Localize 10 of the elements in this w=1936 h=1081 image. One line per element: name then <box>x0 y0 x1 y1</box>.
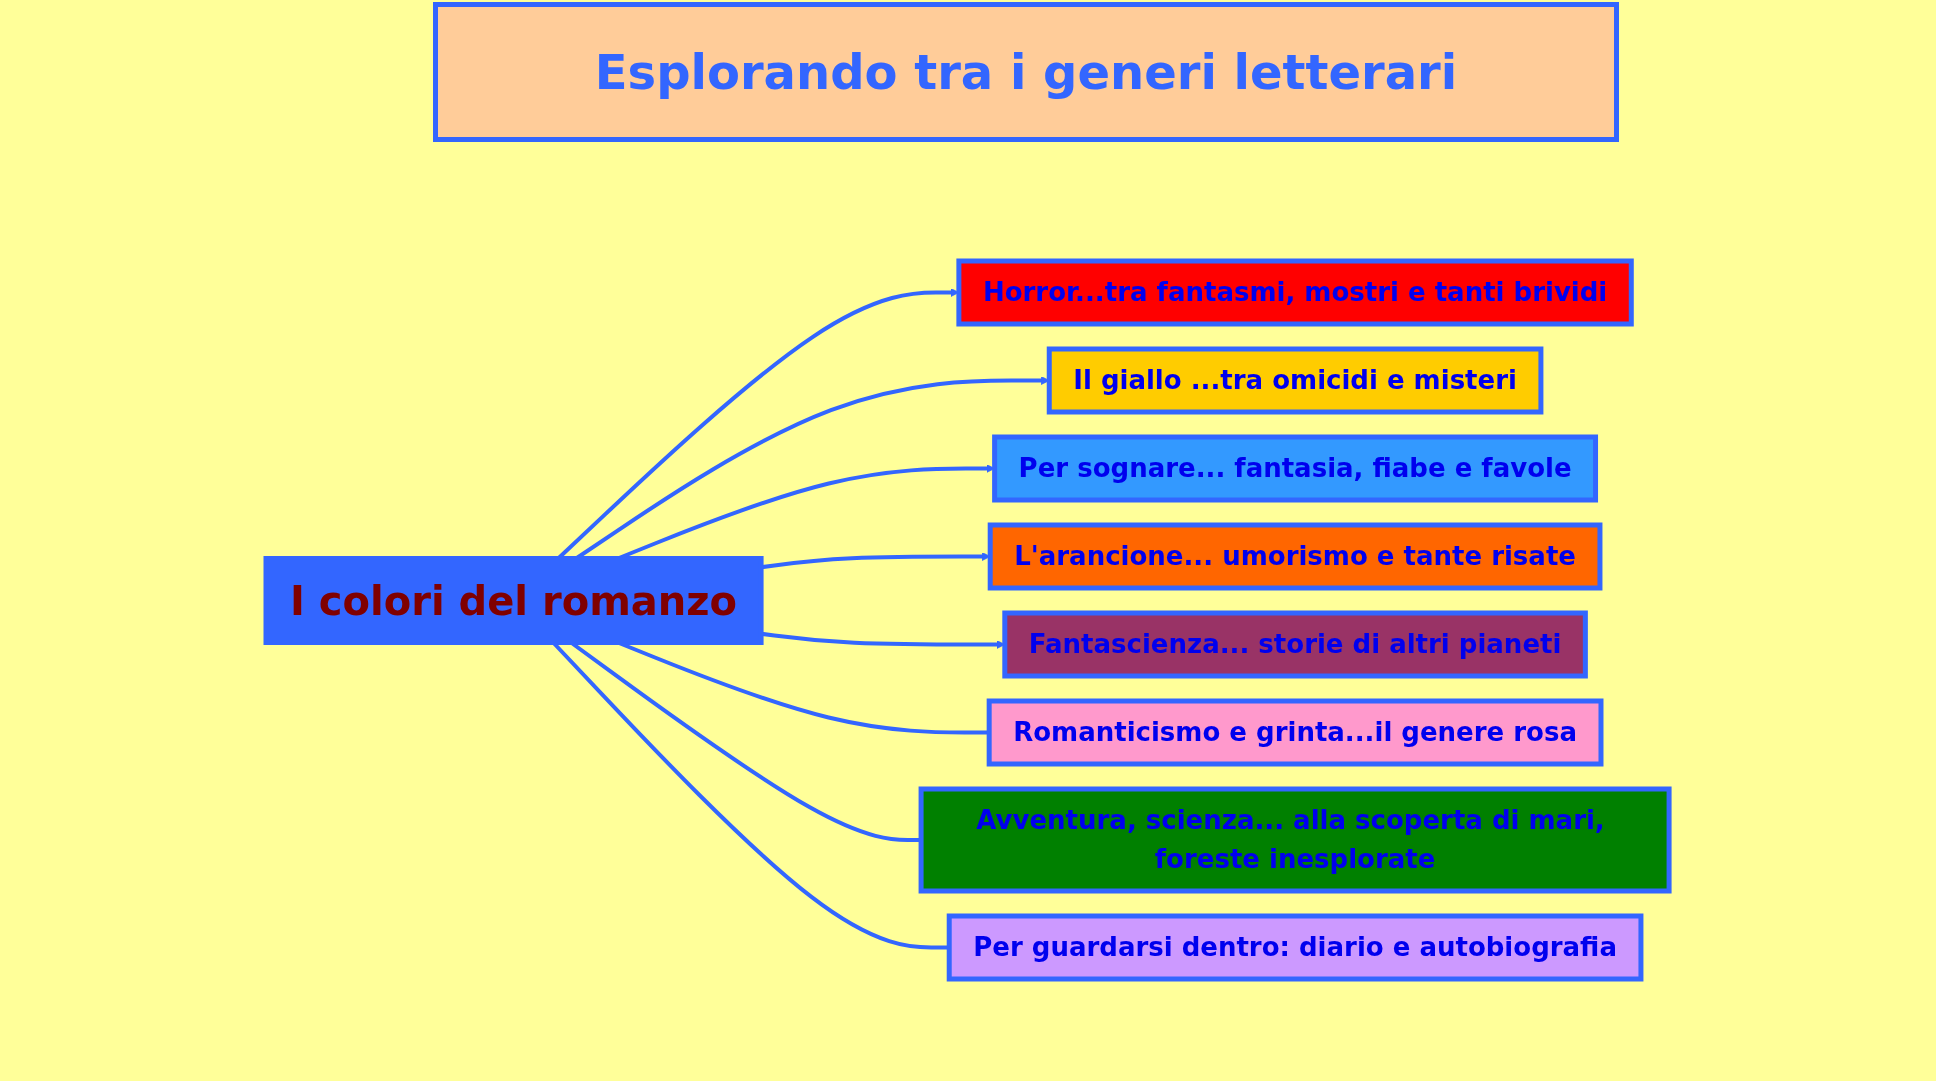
node-box: Romanticismo e grinta...il genere rosa <box>987 698 1604 767</box>
node-box: Per guardarsi dentro: diario e autobiografia <box>947 913 1644 982</box>
node-box: L'arancione... umorismo e tante risate <box>988 522 1603 591</box>
node-box: Per sognare... fantasia, fiabe e favole <box>992 434 1599 503</box>
title-banner: Esplorando tra i generi letterari <box>433 2 1619 142</box>
node-box: Il giallo ...tra omicidi e misteri <box>1047 346 1544 415</box>
node-box: I colori del romanzo <box>263 556 765 645</box>
node-box: Horror...tra fantasmi, mostri e tanti brividi <box>956 258 1635 327</box>
node-box: Fantascienza... storie di altri pianeti <box>1002 610 1589 679</box>
node-box: Avventura, scienza... alla scoperta di mari, foreste inesplorate <box>919 786 1673 894</box>
